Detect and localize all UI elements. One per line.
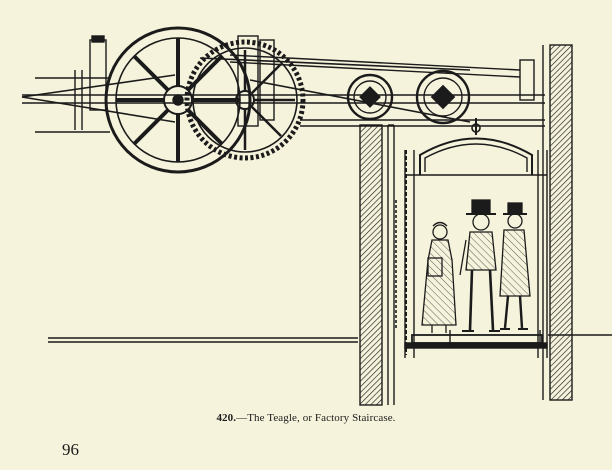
floor-line — [48, 334, 612, 343]
figure-caption-text: —The Teagle, or Factory Staircase. — [236, 412, 396, 424]
page-number: 96 — [62, 440, 79, 459]
shaft-wall — [519, 44, 573, 401]
pulley-left — [346, 73, 394, 121]
passenger-man-center — [459, 199, 500, 332]
gear-wheel — [184, 39, 306, 161]
teagle-cage — [404, 137, 548, 358]
hoist-rope — [395, 118, 481, 355]
figure-number: 420. — [216, 412, 237, 424]
pulley-right — [415, 69, 471, 125]
figure-caption: 420.—The Teagle, or Factory Staircase. — [0, 412, 612, 424]
bearing-frame — [74, 35, 275, 130]
passenger-girl — [421, 221, 457, 333]
shaft-post — [359, 124, 395, 406]
teagle-engraving — [21, 26, 612, 406]
passenger-man-right — [499, 202, 531, 330]
overhead-beam — [22, 54, 545, 133]
flywheel — [104, 26, 252, 174]
